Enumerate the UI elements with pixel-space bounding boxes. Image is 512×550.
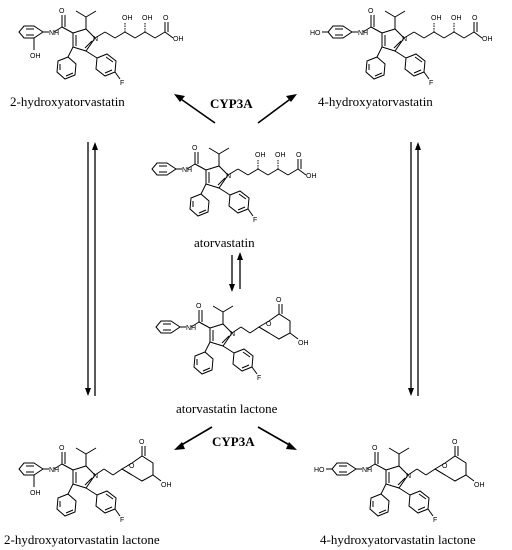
atom-f: F — [257, 375, 261, 382]
atom-o: O — [452, 439, 458, 446]
atom-n: N — [93, 36, 98, 43]
atom-oh: OH — [30, 53, 41, 60]
arrowhead — [237, 252, 243, 260]
structure-2-hydroxyatorvastatin-lactone: NH N O F OH O O OH — [18, 439, 172, 524]
atom-f: F — [120, 80, 124, 87]
structure-4-hydroxyatorvastatin-lactone: NH N O F HO O O OH — [314, 439, 485, 524]
atom-nh: NH — [358, 30, 368, 37]
reaction-arrows — [85, 94, 421, 450]
arrow-to-4-hydroxy — [257, 96, 294, 124]
atom-oh: OH — [122, 15, 133, 22]
arrowhead — [286, 94, 297, 102]
atom-nh: NH — [49, 30, 59, 37]
atom-o: O — [372, 445, 378, 452]
structure-2-hydroxyatorvastatin: NH N O F OH OH OH O OH — [18, 8, 184, 87]
arrowhead — [85, 388, 91, 396]
atom-o: O — [442, 463, 448, 470]
atom-o: O — [59, 445, 65, 452]
label-4-hydroxyatorvastatin-lactone: 4-hydroxyatorvastatin lactone — [320, 532, 476, 547]
atom-n: N — [93, 473, 98, 480]
label-2-hydroxyatorvastatin: 2-hydroxyatorvastatin — [10, 94, 125, 109]
arrowhead — [229, 284, 235, 292]
arrow-to-2-hydroxy-lactone — [177, 426, 213, 448]
atom-oh: OH — [173, 36, 184, 43]
atom-nh: NH — [49, 467, 59, 474]
atom-oh: OH — [474, 482, 485, 489]
structure-atorvastatin: NH N O F OH OH O OH — [151, 145, 317, 224]
atom-ho: HO — [314, 467, 325, 474]
arrowhead — [286, 442, 297, 450]
atom-o: O — [129, 463, 135, 470]
atom-f: F — [120, 517, 124, 524]
atom-oh: OH — [142, 15, 153, 22]
atom-o: O — [196, 303, 202, 310]
atom-o: O — [192, 145, 198, 152]
atom-oh: OH — [275, 152, 286, 159]
arrowhead — [174, 94, 185, 102]
structure-atorvastatin-lactone: NH N O F O O OH — [155, 297, 309, 382]
atom-oh: OH — [161, 482, 172, 489]
atom-o: O — [163, 15, 169, 22]
enzyme-label-bottom: CYP3A — [212, 434, 255, 449]
atom-oh: OH — [30, 490, 41, 497]
label-4-hydroxyatorvastatin: 4-hydroxyatorvastatin — [318, 94, 433, 109]
atom-n: N — [226, 173, 231, 180]
atom-o: O — [59, 8, 65, 15]
atom-ho: HO — [310, 30, 321, 37]
atom-f: F — [253, 217, 257, 224]
atom-n: N — [406, 473, 411, 480]
atom-n: N — [402, 36, 407, 43]
atom-f: F — [429, 80, 433, 87]
atom-oh: OH — [451, 15, 462, 22]
arrowhead — [408, 388, 414, 396]
atom-o: O — [276, 297, 282, 304]
atom-n: N — [230, 331, 235, 338]
atom-oh: OH — [306, 173, 317, 180]
atom-nh: NH — [186, 325, 196, 332]
atom-oh: OH — [431, 15, 442, 22]
arrowhead — [415, 142, 421, 150]
structure-4-hydroxyatorvastatin: NH N O F HO OH OH O OH — [310, 8, 493, 87]
label-2-hydroxyatorvastatin-lactone: 2-hydroxyatorvastatin lactone — [4, 532, 160, 547]
atom-f: F — [433, 517, 437, 524]
atom-o: O — [296, 152, 302, 159]
arrow-to-4-hydroxy-lactone — [257, 426, 294, 448]
label-atorvastatin: atorvastatin — [194, 235, 255, 250]
atom-o: O — [266, 321, 272, 328]
enzyme-label-top: CYP3A — [210, 96, 253, 111]
atom-oh: OH — [298, 340, 309, 347]
atom-o: O — [472, 15, 478, 22]
label-atorvastatin-lactone: atorvastatin lactone — [176, 401, 278, 416]
atom-oh: OH — [255, 152, 266, 159]
atom-nh: NH — [182, 167, 192, 174]
atom-o: O — [139, 439, 145, 446]
atom-oh: OH — [482, 36, 493, 43]
arrowhead — [92, 142, 98, 150]
arrowhead — [174, 442, 185, 450]
arrow-to-2-hydroxy — [177, 96, 216, 124]
atom-nh: NH — [362, 467, 372, 474]
atom-o: O — [368, 8, 374, 15]
